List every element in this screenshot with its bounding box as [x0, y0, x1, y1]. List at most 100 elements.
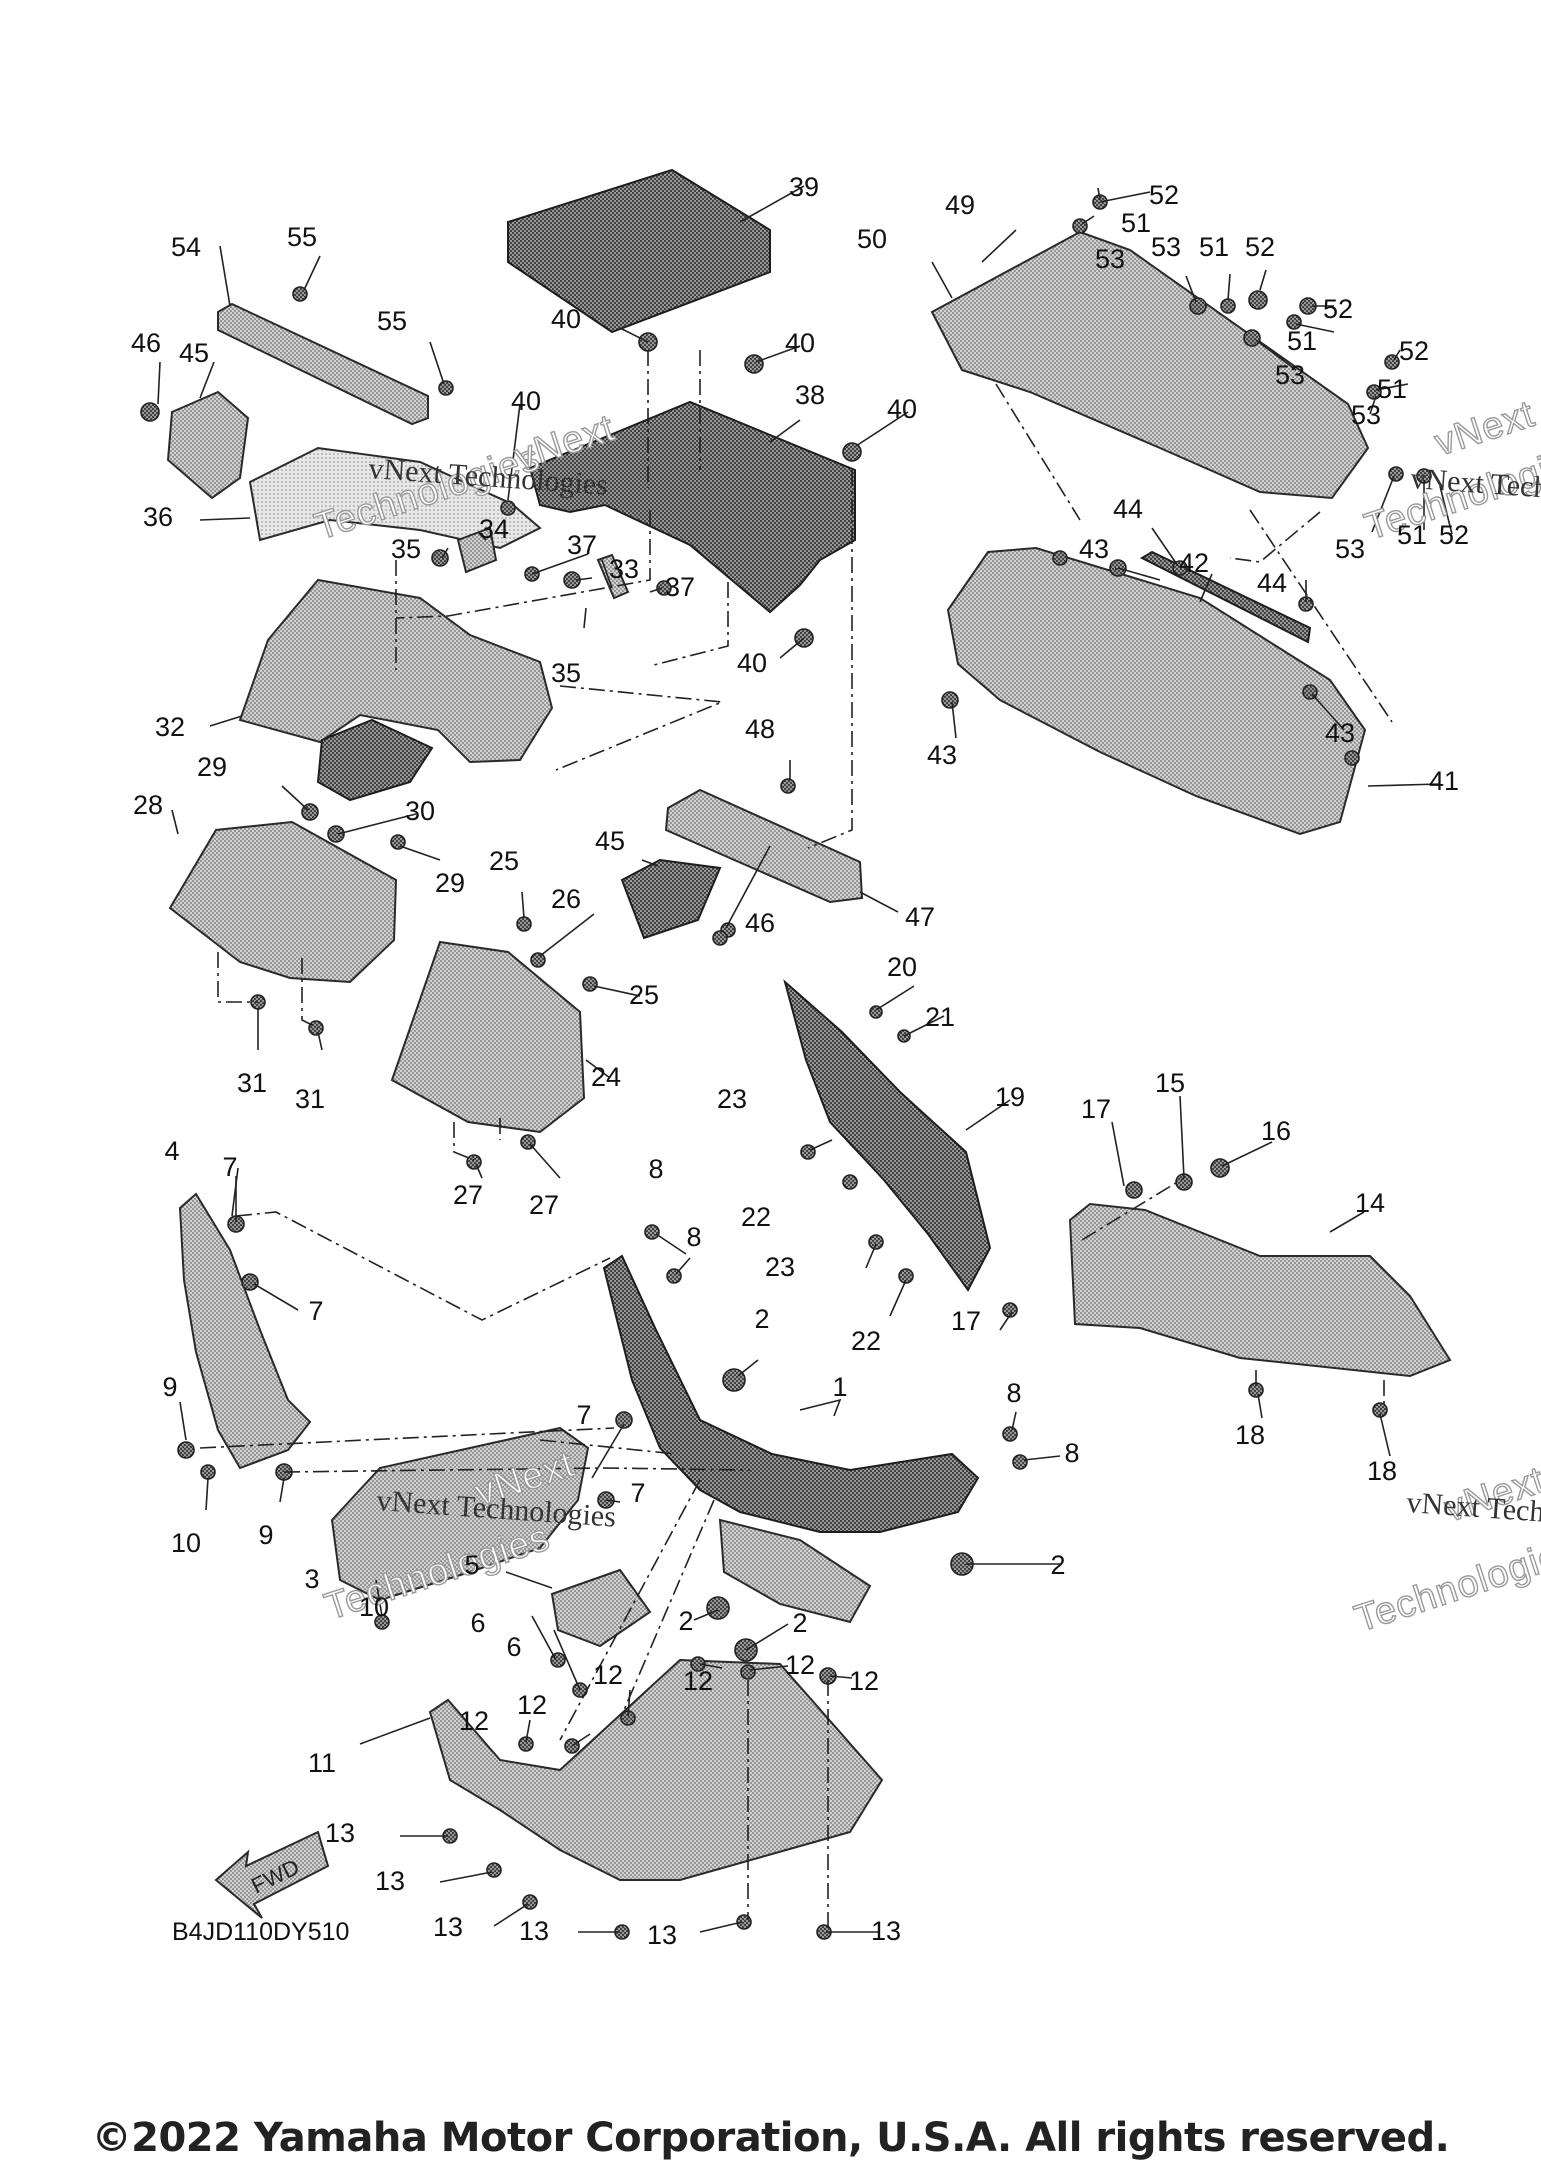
- callout-number-21: 21: [925, 1002, 955, 1032]
- bolt-icon: [466, 1154, 482, 1170]
- bolt-icon: [292, 286, 308, 302]
- leader-line: [317, 1031, 323, 1051]
- leader-line: [399, 845, 441, 861]
- callout-number-52: 52: [1245, 232, 1275, 262]
- callout-number-44: 44: [1113, 494, 1143, 524]
- bolt-icon: [744, 354, 764, 374]
- leader-line: [429, 341, 445, 385]
- callout-number-12: 12: [517, 1690, 547, 1720]
- callout-number-13: 13: [871, 1916, 901, 1946]
- leader-line: [865, 1243, 877, 1269]
- callout-number-25: 25: [629, 980, 659, 1010]
- callout-number-41: 41: [1429, 766, 1459, 796]
- callout-number-7: 7: [630, 1478, 645, 1508]
- callout-number-14: 14: [1355, 1188, 1385, 1218]
- callout-number-53: 53: [1275, 360, 1305, 390]
- leader-line: [441, 547, 449, 559]
- callout-number-43: 43: [1325, 718, 1355, 748]
- leader-line: [529, 1143, 561, 1179]
- bolt-icon: [1243, 329, 1261, 347]
- part-54-rail: [217, 302, 429, 426]
- leader-line: [493, 1903, 529, 1927]
- leader-line: [179, 1401, 187, 1441]
- callout-number-13: 13: [325, 1818, 355, 1848]
- callout-number-4: 4: [164, 1136, 179, 1166]
- callout-number-7: 7: [576, 1400, 591, 1430]
- assembly-line: [649, 582, 729, 667]
- callout-number-25: 25: [489, 846, 519, 876]
- bolt-icon: [1002, 1426, 1018, 1442]
- leader-line: [591, 1423, 625, 1479]
- part-4-side-guard: [178, 1192, 312, 1470]
- bolt-icon: [842, 1174, 858, 1190]
- bolt-icon: [308, 1020, 324, 1036]
- watermark-text: vNext Technologies: [1406, 1486, 1541, 1536]
- bolt-icon: [327, 825, 345, 843]
- assembly-line: [301, 958, 319, 1029]
- leader-line: [1367, 783, 1441, 787]
- bolt-icon: [1125, 1181, 1143, 1199]
- leader-line: [1111, 1121, 1125, 1187]
- leader-line: [981, 229, 1017, 263]
- assembly-line: [1081, 1177, 1185, 1241]
- leader-line: [531, 1615, 557, 1661]
- bolt-icon: [486, 1862, 502, 1878]
- part-14-fender: [1068, 1202, 1452, 1378]
- bolt-icon: [1002, 1302, 1018, 1318]
- callout-number-31: 31: [237, 1068, 267, 1098]
- leader-line: [1117, 567, 1161, 581]
- bolt-icon: [656, 580, 672, 596]
- leader-line: [1011, 1411, 1017, 1431]
- callout-number-35: 35: [391, 534, 421, 564]
- assembly-line: [555, 685, 723, 771]
- part-39-mat: [507, 168, 771, 334]
- callout-number-17: 17: [1081, 1094, 1111, 1124]
- callout-number-40: 40: [551, 304, 581, 334]
- callout-number-40: 40: [785, 328, 815, 358]
- callout-number-6: 6: [470, 1608, 485, 1638]
- callout-number-19: 19: [995, 1082, 1025, 1112]
- callout-number-2: 2: [754, 1304, 769, 1334]
- callout-number-40: 40: [887, 394, 917, 424]
- bolt-icon: [712, 930, 728, 946]
- leader-line: [601, 559, 613, 589]
- part-19-mud-guard: [783, 979, 992, 1292]
- callout-number-37: 37: [665, 572, 695, 602]
- watermark-text: vNext: [1430, 393, 1540, 465]
- bolt-icon: [1286, 314, 1302, 330]
- callout-number-8: 8: [648, 1154, 663, 1184]
- leader-line: [769, 419, 801, 443]
- assembly-line: [199, 1427, 615, 1449]
- callout-number-9: 9: [162, 1372, 177, 1402]
- callout-number-9: 9: [258, 1520, 273, 1550]
- callout-number-55: 55: [377, 306, 407, 336]
- callout-number-51: 51: [1199, 232, 1229, 262]
- leader-line: [699, 1663, 723, 1669]
- part-5-plate: [550, 1568, 652, 1648]
- leader-line: [875, 985, 915, 1011]
- callout-number-31: 31: [295, 1084, 325, 1114]
- callout-number-16: 16: [1261, 1116, 1291, 1146]
- bolt-icon: [898, 1268, 914, 1284]
- leader-line: [359, 1717, 431, 1745]
- leader-line: [1255, 339, 1297, 371]
- leader-line: [1179, 1095, 1185, 1179]
- leader-line: [619, 327, 649, 343]
- bolt-icon: [1344, 750, 1360, 766]
- leader-line: [855, 411, 909, 447]
- fasteners-layer: [140, 194, 1432, 1940]
- bolt-icon: [522, 1894, 538, 1910]
- callout-number-37: 37: [567, 530, 597, 560]
- bolt-icon: [1052, 550, 1068, 566]
- callout-number-46: 46: [131, 328, 161, 358]
- leader-line: [337, 813, 417, 835]
- callout-number-38: 38: [795, 380, 825, 410]
- callout-number-51: 51: [1121, 208, 1151, 238]
- part-1-bumper: [602, 1254, 980, 1533]
- callout-number-48: 48: [745, 714, 775, 744]
- callout-number-2: 2: [792, 1608, 807, 1638]
- callout-number-7: 7: [222, 1152, 237, 1182]
- bolt-icon: [706, 1596, 730, 1620]
